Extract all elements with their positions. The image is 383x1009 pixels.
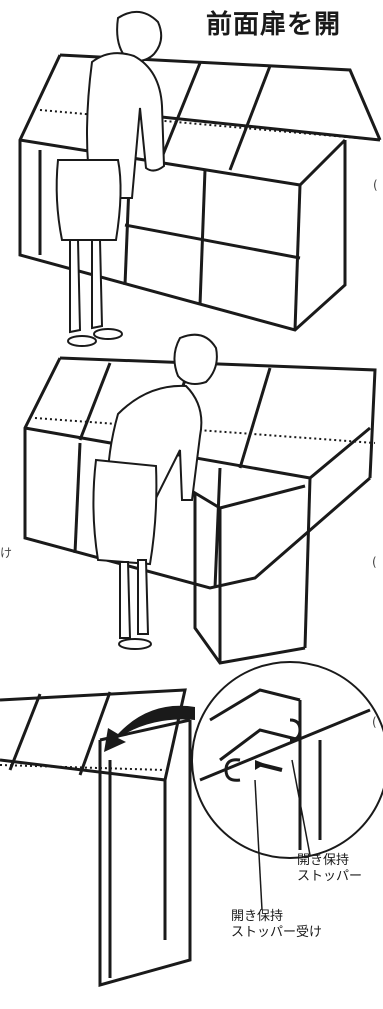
illustration-step-1: ( — [0, 0, 383, 350]
edge-circle-mark: ( — [372, 555, 377, 569]
stopper-label-line1: 開き保持 — [297, 853, 362, 869]
stopper-label-line2: ストッパー — [297, 869, 362, 885]
stopper-receiver-label-line2: ストッパー受け — [231, 925, 322, 941]
illustration-step-2: ( け — [0, 318, 383, 678]
illustration-step-3: ( 開き保持 ストッパー 開き保持 ストッパー受け — [0, 660, 383, 1009]
stopper-label: 開き保持 ストッパー — [297, 853, 362, 885]
stopper-receiver-label-line1: 開き保持 — [231, 909, 322, 925]
edge-text-fragment: け — [0, 544, 12, 561]
stopper-receiver-label: 開き保持 ストッパー受け — [231, 909, 322, 941]
edge-circle-mark: ( — [373, 178, 378, 192]
edge-circle-mark: ( — [372, 715, 377, 729]
